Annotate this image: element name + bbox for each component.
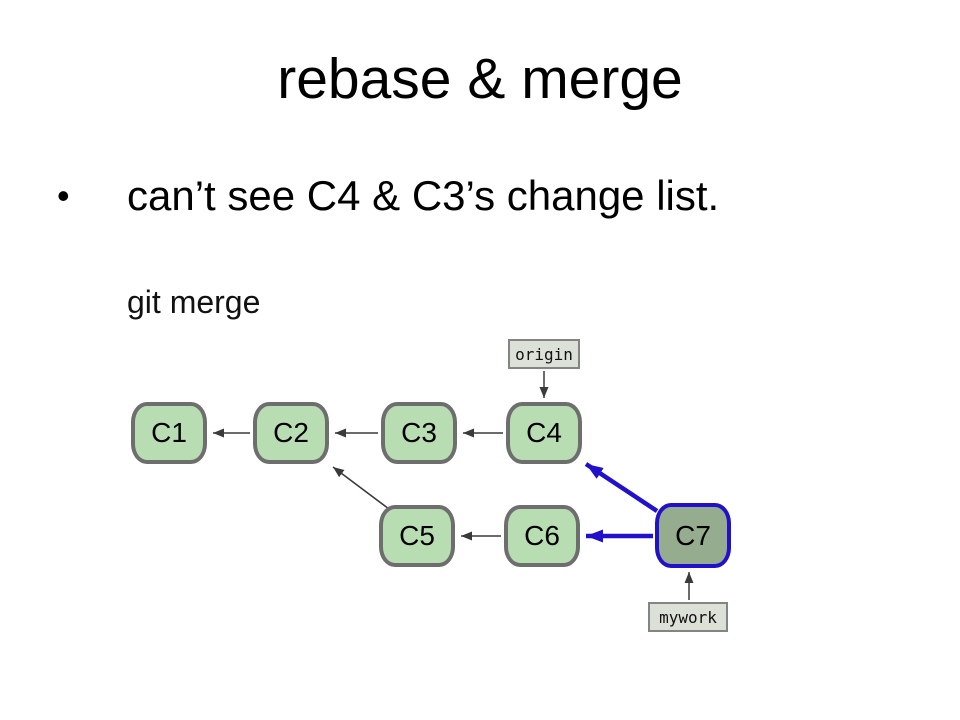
edge-c5-c2 [332, 466, 390, 510]
commit-node-label: C1 [151, 417, 187, 448]
commit-node-label: C4 [526, 417, 562, 448]
commit-node-c7: C7 [655, 503, 731, 568]
ref-label-mywork: mywork [648, 602, 728, 632]
commit-node-c3: C3 [381, 402, 457, 464]
commit-node-c1: C1 [131, 402, 207, 464]
ref-label-origin: origin [508, 339, 580, 369]
commit-node-label: C2 [273, 417, 309, 448]
commit-node-label: C3 [401, 417, 437, 448]
ref-label-text: mywork [659, 607, 717, 627]
edge-c7-c4-merge [584, 462, 659, 513]
bullet-item: • can’t see C4 & C3’s change list. [57, 172, 719, 220]
commit-node-label: C5 [399, 520, 435, 551]
commit-node-c6: C6 [504, 505, 580, 567]
diagram-caption: git merge [127, 284, 261, 320]
bullet-text: can’t see C4 & C3’s change list. [127, 172, 720, 219]
ref-label-text: origin [515, 344, 573, 364]
bullet-marker: • [57, 175, 70, 216]
commit-node-label: C7 [675, 519, 711, 551]
commit-node-c2: C2 [253, 402, 329, 464]
commit-node-label: C6 [524, 520, 560, 551]
commit-node-c5: C5 [379, 505, 455, 567]
slide-title: rebase & merge [277, 47, 683, 111]
commit-node-c4: C4 [506, 402, 582, 464]
